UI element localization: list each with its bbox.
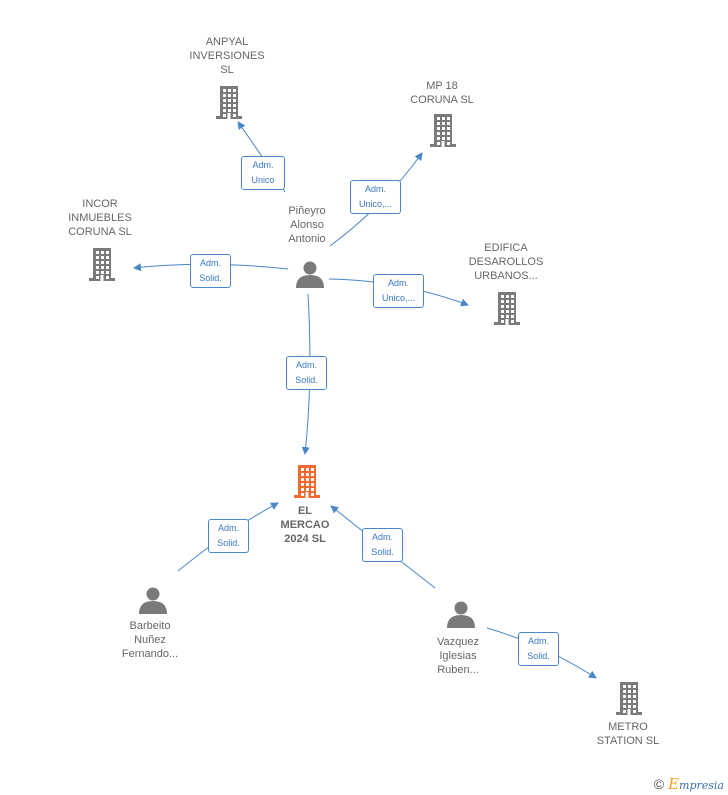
node-label-metro[interactable]: METRO STATION SL — [578, 720, 678, 748]
company-icon-edifica[interactable] — [494, 292, 520, 325]
edge-label-e8[interactable]: Adm. Solid. — [518, 632, 559, 666]
edge-label-line: Solid. — [371, 547, 394, 557]
node-label-line: Barbeito — [129, 620, 171, 632]
node-label-line: METRO — [608, 721, 648, 733]
node-label-line: Vazquez — [437, 636, 479, 648]
edge-label-e3[interactable]: Adm. Solid. — [190, 254, 231, 288]
edge-label-line: Unico — [251, 175, 275, 185]
node-label-line: CORUNA SL — [68, 226, 132, 238]
node-label-line: ANPYAL — [205, 36, 249, 48]
edge-label-e2[interactable]: Adm. Unico,... — [350, 180, 401, 214]
edge-label-e7[interactable]: Adm. Solid. — [362, 528, 403, 562]
edge-label-line: Adm. — [527, 636, 549, 646]
edge-label-line: Unico,... — [358, 199, 392, 209]
edge-label-line: Adm. — [252, 160, 274, 170]
edge-label-line: Solid. — [217, 538, 240, 548]
node-label-line: EL — [297, 505, 313, 517]
node-label-line: STATION SL — [596, 735, 660, 747]
edge-label-e1[interactable]: Adm. Unico — [241, 156, 285, 190]
company-icon-metro[interactable] — [616, 682, 642, 715]
node-label-line: 2024 SL — [284, 533, 326, 545]
edge-label-e4[interactable]: Adm. Unico,... — [373, 274, 424, 308]
edge-label-line: Solid. — [295, 375, 318, 385]
edge-label-e6[interactable]: Adm. Solid. — [208, 519, 249, 553]
node-label-line: SL — [220, 64, 234, 76]
node-label-main[interactable]: EL MERCAO 2024 SL — [265, 504, 345, 546]
node-label-line: MP 18 — [426, 80, 458, 92]
edge-label-line: Adm. — [364, 184, 386, 194]
main-company-icon[interactable] — [294, 465, 320, 498]
edge-label-line: Solid. — [527, 651, 550, 661]
edge-label-e5[interactable]: Adm. Solid. — [286, 356, 327, 390]
node-label-line: INCOR — [82, 198, 118, 210]
node-label-line: Ruben... — [437, 664, 479, 676]
edge-label-line: Adm. — [199, 258, 221, 268]
node-label-anpyal[interactable]: ANPYAL INVERSIONES SL — [177, 35, 277, 77]
node-label-edifica[interactable]: EDIFICA DESAROLLOS URBANOS... — [456, 241, 556, 283]
company-icon-incor[interactable] — [89, 248, 115, 281]
person-icon-barbeito[interactable] — [139, 587, 167, 615]
edge-label-line: Solid. — [199, 273, 222, 283]
edge-label-line: Adm. — [295, 360, 317, 370]
node-label-line: Nuñez — [134, 634, 166, 646]
copyright-icon: © — [653, 776, 665, 792]
person-icon-vazquez[interactable] — [447, 601, 475, 629]
node-label-line: DESAROLLOS — [468, 256, 544, 268]
node-label-line: Antonio — [288, 233, 326, 245]
company-icon-anpyal[interactable] — [216, 86, 242, 119]
node-label-line: EDIFICA — [484, 242, 528, 254]
node-label-mp18[interactable]: MP 18 CORUNA SL — [392, 79, 492, 107]
node-label-line: MERCAO — [280, 519, 330, 531]
node-label-line: INMUEBLES — [68, 212, 132, 224]
edge-label-line: Adm. — [371, 532, 393, 542]
node-label-line: Fernando... — [121, 648, 179, 660]
edge-label-line: Unico,... — [381, 293, 415, 303]
node-label-line: Alonso — [290, 219, 324, 231]
edge-label-line: Adm. — [217, 523, 239, 533]
node-label-line: CORUNA SL — [410, 94, 474, 106]
node-label-line: URBANOS... — [474, 270, 538, 282]
node-label-line: Iglesias — [439, 650, 477, 662]
node-label-incor[interactable]: INCOR INMUEBLES CORUNA SL — [50, 197, 150, 239]
person-icon-pineyro[interactable] — [296, 261, 324, 289]
brand-initial: E — [668, 775, 680, 793]
brand-name: mpresia — [679, 779, 724, 792]
node-label-line: Piñeyro — [288, 205, 326, 217]
edge-label-line: Adm. — [387, 278, 409, 288]
node-label-line: INVERSIONES — [189, 50, 265, 62]
footer-brand: ©Empresia — [654, 775, 724, 793]
company-icon-mp18[interactable] — [430, 114, 456, 147]
